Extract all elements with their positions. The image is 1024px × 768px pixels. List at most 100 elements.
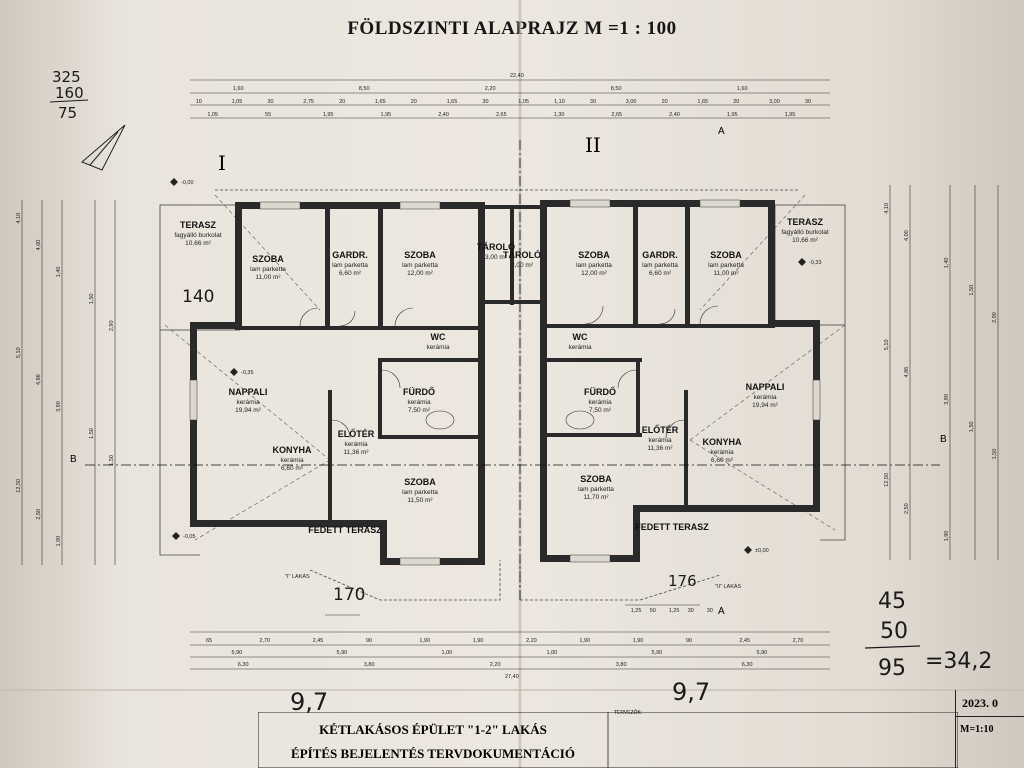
side-right-value: 2,50 xyxy=(904,503,910,514)
hand-176: 176 xyxy=(668,572,697,590)
bot-row3-value: 2,20 xyxy=(490,662,501,668)
side-left-value: 1,50 xyxy=(109,455,115,466)
side-dimension-lines xyxy=(21,185,999,565)
walls xyxy=(190,200,820,565)
title-block-scale: M=1:10 xyxy=(960,724,994,735)
top-row2-value: 30 xyxy=(805,99,811,105)
room-name: WC xyxy=(573,332,588,342)
room-floor: lam parketta xyxy=(332,262,368,269)
room-area: 11,00 m² xyxy=(713,270,739,277)
windows xyxy=(189,199,821,566)
side-right-value: 1,90 xyxy=(944,531,950,542)
side-left-value: 1,50 xyxy=(89,294,95,305)
bot-row1-value: 1,90 xyxy=(419,638,430,644)
bot-row1-value: 2,45 xyxy=(313,638,324,644)
outline-right xyxy=(820,325,846,541)
bot-row2-value: 1,00 xyxy=(442,650,453,656)
room-floor: lam parketta xyxy=(250,266,286,273)
room-floor: kerámia xyxy=(344,441,368,448)
top-row1-value: 1,60 xyxy=(737,86,748,92)
bot-row1-value: 65 xyxy=(206,638,212,644)
drawing-title: FÖLDSZINTI ALAPRAJZ M =1 : 100 xyxy=(347,18,677,39)
side-right-value: 1,50 xyxy=(969,421,975,432)
side-left-value: 4,10 xyxy=(16,213,22,224)
bot-row2-value: 5,90 xyxy=(757,650,768,656)
room-name: ELŐTÉR xyxy=(338,428,375,439)
title-block-designers: TERVEZŐK: xyxy=(614,710,643,716)
top-row2-value: 30 xyxy=(482,99,488,105)
side-left-value: 5,10 xyxy=(16,347,22,358)
top-row3-value: 2,40 xyxy=(669,112,680,118)
top-row3-value: 1,30 xyxy=(554,112,565,118)
bot-row1-value: 2,70 xyxy=(259,638,270,644)
room-area: 6,60 m² xyxy=(711,457,734,464)
hand-calc-result: =34,2 xyxy=(925,649,992,674)
title-block: KÉTLAKÁSOS ÉPÜLET "1-2" LAKÁS ÉPÍTÉS BEJ… xyxy=(258,710,958,768)
north-arrow-icon xyxy=(81,124,126,171)
bot-row3-value: 3,80 xyxy=(616,662,627,668)
room-name: FEDETT TERASZ xyxy=(308,525,382,535)
handwritten-notes: 325 160 75 140 170 176 9,7 9,7 45 50 95 … xyxy=(49,68,992,716)
room-name: TÁROLÓ xyxy=(477,241,515,252)
room-area: 3,00 m² xyxy=(485,254,508,261)
room-name: TERASZ xyxy=(787,217,824,227)
bot-small-value: 50 xyxy=(650,608,656,614)
side-right-value: 1,40 xyxy=(944,258,950,269)
hand-160: 160 xyxy=(55,84,84,102)
side-right-value: 1,50 xyxy=(969,285,975,296)
hand-140: 140 xyxy=(182,287,214,307)
bot-small-value: 30 xyxy=(688,608,694,614)
room-floor: lam parketta xyxy=(402,262,438,269)
bottom-dimension-lines xyxy=(190,604,830,670)
bot-row1-value: 90 xyxy=(686,638,692,644)
dim-side-right: 4,104,001,401,502,905,104,863,901,501,50… xyxy=(884,203,998,541)
room-area: 6,60 m² xyxy=(649,270,672,277)
section-mark-b-right: B xyxy=(940,434,947,445)
elevation-value: -0,05 xyxy=(183,534,196,540)
room-area: 12,00 m² xyxy=(581,270,607,277)
top-row2-value: 1,05 xyxy=(232,99,243,105)
room-name: KONYHA xyxy=(272,445,312,455)
bot-row3-value: 6,30 xyxy=(238,662,249,668)
title-block-doc-type: ÉPÍTÉS BEJELENTÉS TERVDOKUMENTÁCIÓ xyxy=(291,746,575,761)
room-area: 11,70 m² xyxy=(583,494,609,501)
elevation-marker-icon xyxy=(172,532,180,540)
elevation-marker-icon xyxy=(170,178,178,186)
room-name: GARDR. xyxy=(332,250,368,260)
doors xyxy=(299,305,719,439)
outline-left xyxy=(159,330,200,556)
top-dimension-lines xyxy=(190,79,830,119)
top-row3-value: 1,95 xyxy=(323,112,334,118)
room-floor: lam parketta xyxy=(402,489,438,496)
room-name: ELŐTÉR xyxy=(642,424,679,435)
room-floor: fagyálló burkolat xyxy=(174,232,222,239)
room-area: 3,00 m² xyxy=(511,262,534,269)
elevation-value: -0,00 xyxy=(181,180,194,186)
side-right-value: 4,10 xyxy=(884,203,890,214)
bot-row1-value: 90 xyxy=(366,638,372,644)
top-row2-value: 1,05 xyxy=(518,99,529,105)
bot-row2-value: 1,00 xyxy=(547,650,558,656)
side-left-value: 12,50 xyxy=(16,479,22,493)
room-area: 11,36 m² xyxy=(343,449,369,456)
room-area: 12,00 m² xyxy=(407,270,433,277)
elevation-marks: -0,00-0,35-0,33-0,05±0,00 xyxy=(170,178,822,554)
eave-bottom xyxy=(309,560,721,601)
hand-9-7-right: 9,7 xyxy=(672,678,710,706)
room-area: 11,36 m² xyxy=(647,445,673,452)
room-floor: kerámia xyxy=(588,399,612,406)
top-row3-value: 1,95 xyxy=(727,112,738,118)
room-floor: fagyálló burkolat xyxy=(781,229,829,236)
title-block-date: 2023. 0 xyxy=(962,696,998,710)
room-name: GARDR. xyxy=(642,250,678,260)
axis-lines xyxy=(85,140,940,600)
room-name: FÜRDŐ xyxy=(584,386,616,397)
room-name: SZOBA xyxy=(404,250,436,260)
side-left-value: 3,90 xyxy=(56,401,62,412)
bot-small-value: 30 xyxy=(707,608,713,614)
bot-row3-value: 3,80 xyxy=(364,662,375,668)
